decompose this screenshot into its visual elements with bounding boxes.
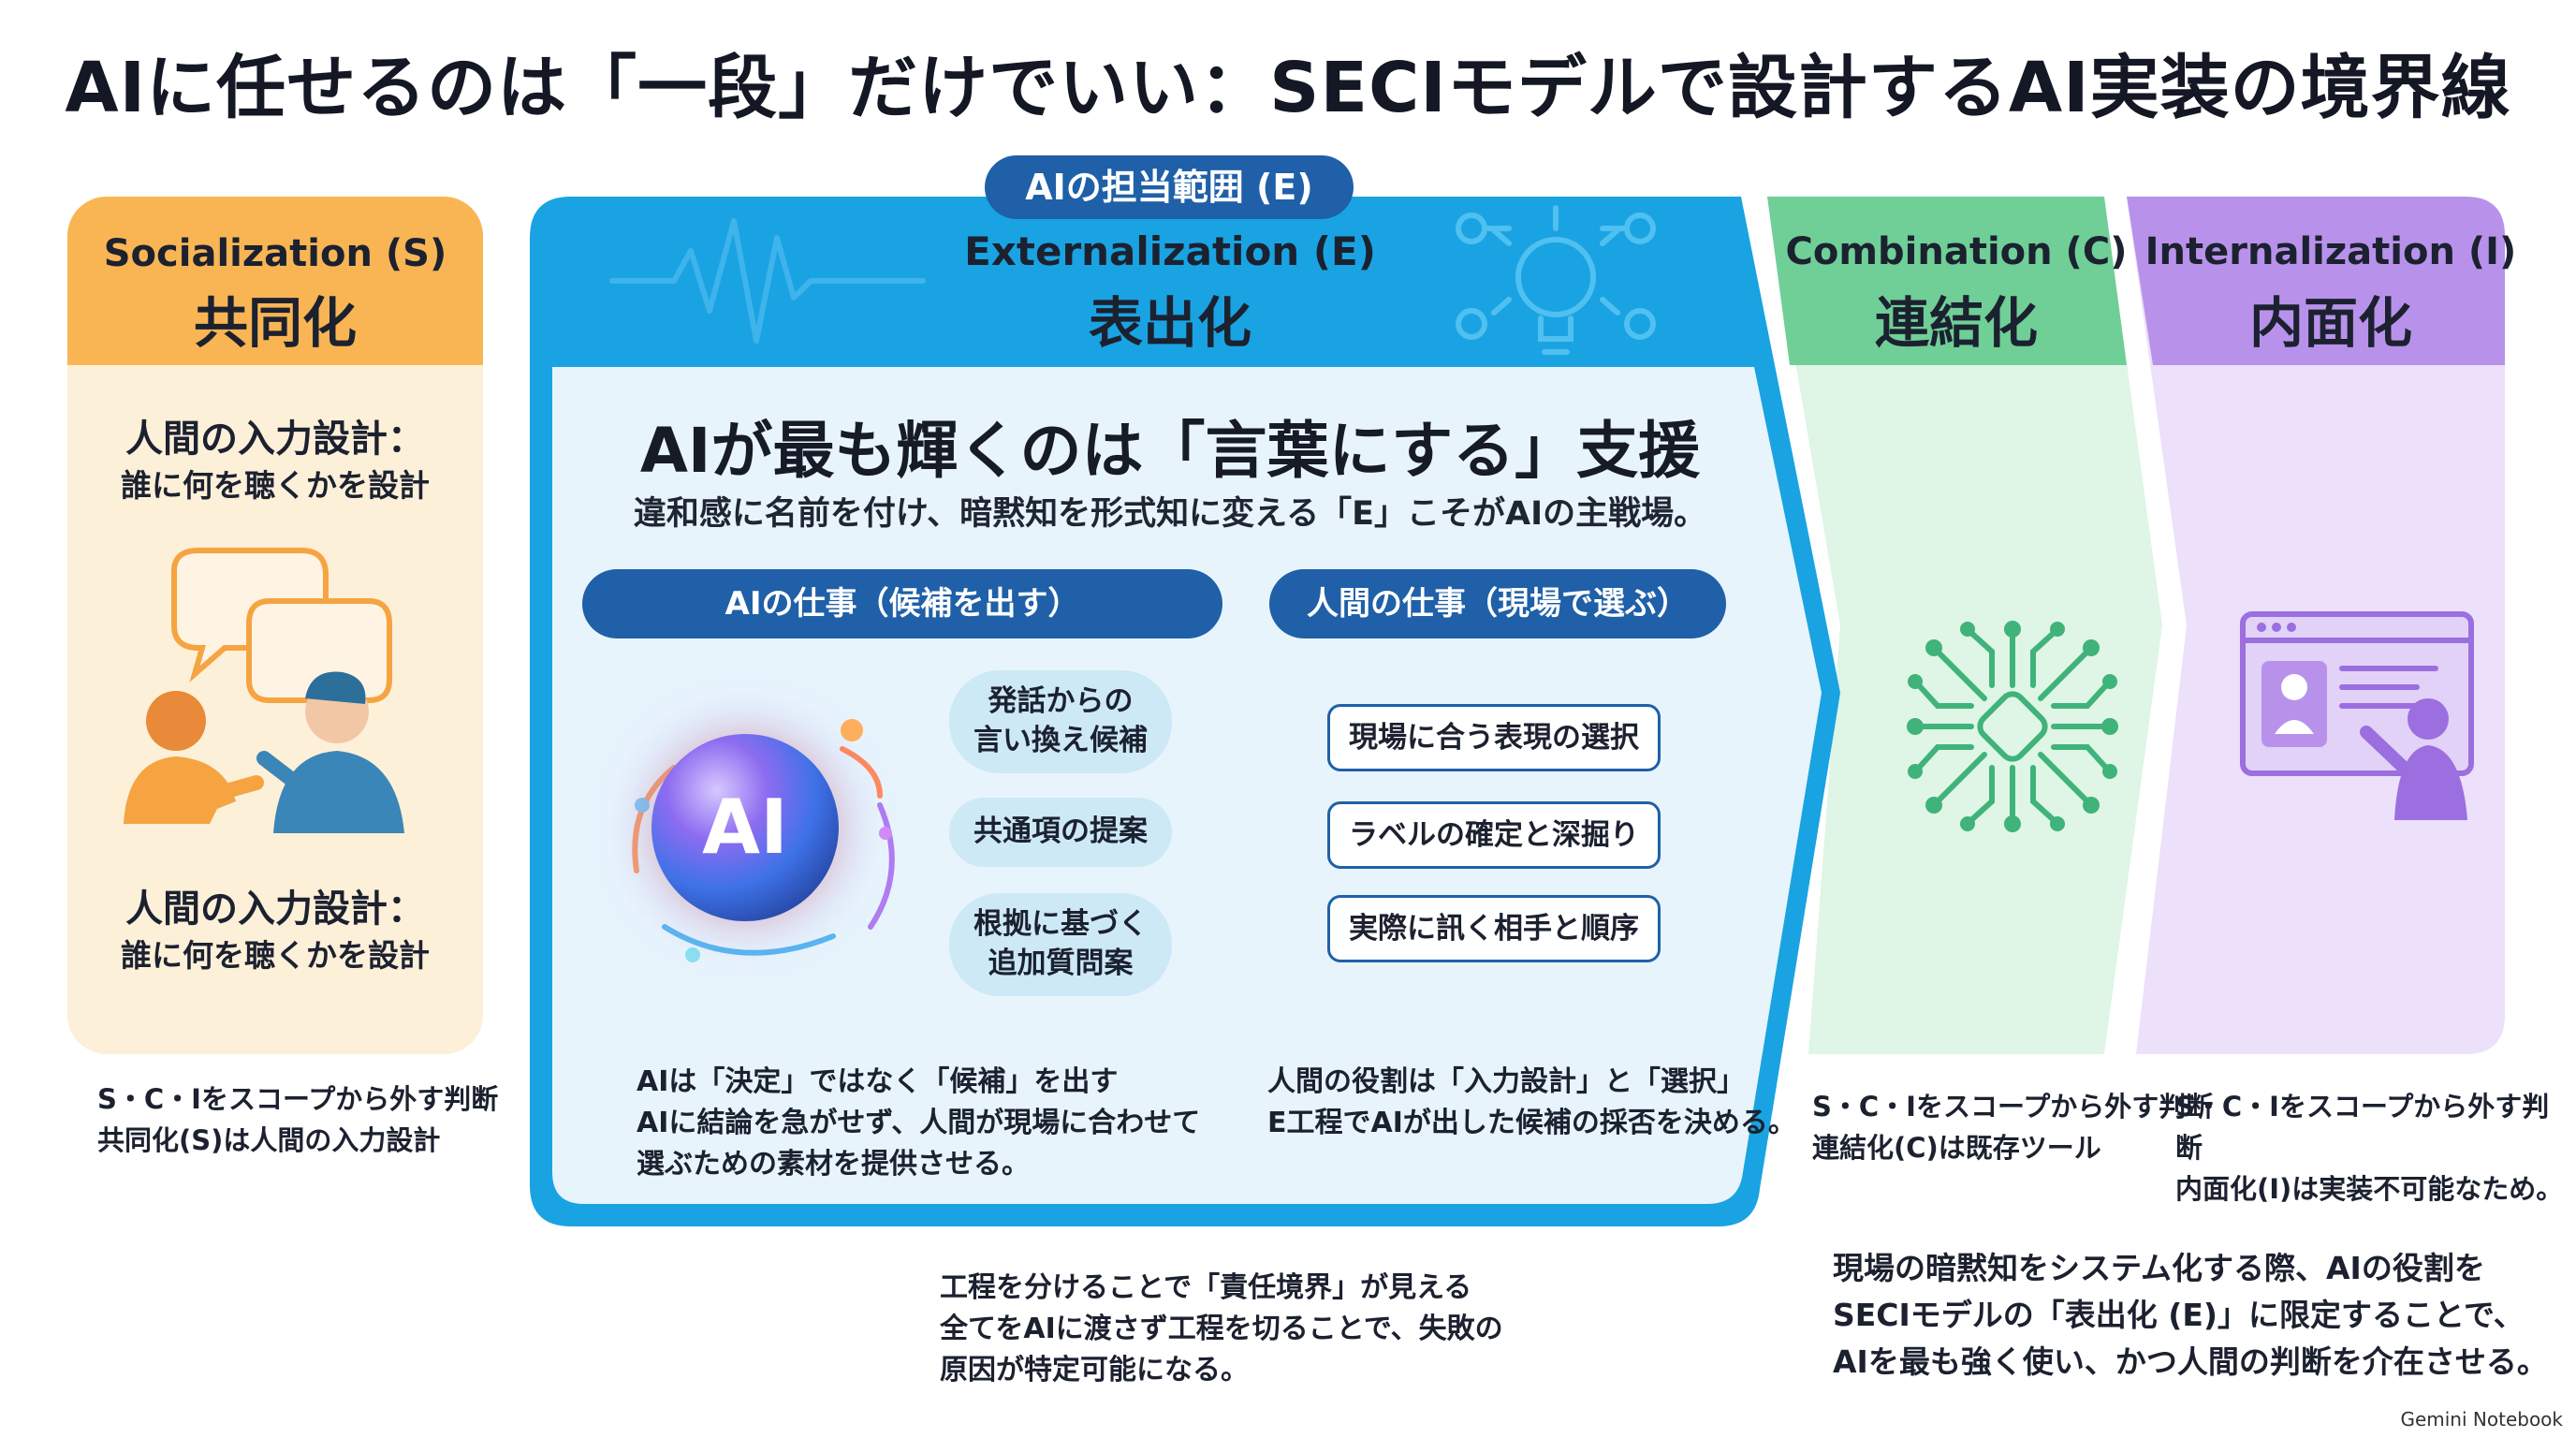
bottom-right-summary: 現場の暗黙知をシステム化する際、AIの役割を SECIモデルの「表出化 (E)」… [1833,1245,2548,1386]
human-role-label: 人間の仕事（現場で選ぶ） [1269,569,1726,638]
s-note: S・C・Iをスコープから外す判断 共同化(S)は人間の入力設計 [97,1078,498,1161]
ai-role-text-line1: AIは「決定」ではなく「候補」を出す [637,1065,1119,1098]
ai-item-paraphrase: 発話からの 言い換え候補 [949,670,1172,773]
ai-role-text: AIは「決定」ではなく「候補」を出す AIに結論を急がせず、人間が現場に合わせて… [637,1062,1200,1185]
s-block2-heading: 人間の入力設計： [125,888,425,931]
pulse-wave-icon [609,218,926,344]
internalization-head-shape [2127,197,2505,365]
circuit-network-icon [1907,621,2118,832]
externalization-title-en: Externalization (E) [964,228,1376,274]
ai-orb-swirls [632,719,895,962]
externalization-subline: 違和感に名前を付け、暗黙知を形式知に変える「E」こそがAIの主戦場。 [633,495,1707,533]
internalization-title-jp: 内面化 [2248,291,2412,355]
i-note: S・C・Iをスコープから外す判断 内面化(I)は実装不可能なため。 [2175,1086,2576,1210]
human-role-text-line1: 人間の役割は「入力設計」と「選択」 [1267,1065,1745,1098]
s-note-line1: S・C・Iをスコープから外す判断 [97,1083,499,1115]
brand-label: Gemini Notebook [2400,1408,2563,1431]
c-note-line1: S・C・Iをスコープから外す判断 [1812,1091,2214,1123]
presentation-screen-icon [2240,611,2474,820]
ai-item-paraphrase-line2: 言い換え候補 [973,724,1148,757]
ai-item-common-points: 共通項の提案 [949,798,1172,867]
ai-role-label: AIの仕事（候補を出す） [582,569,1222,638]
ai-item-paraphrase-line1: 発話からの [988,684,1134,719]
ai-role-text-line3: 選ぶための素材を提供させる。 [637,1148,1030,1181]
s-block1-body: 誰に何を聴くかを設計 [121,467,430,504]
c-note-line2: 連結化(C)は既存ツール [1812,1132,2101,1164]
internalization-title-en: Internalization (I) [2144,230,2517,273]
ai-scope-tab: AIの担当範囲 (E) [985,155,1354,219]
page-title: AIに任せるのは「一段」だけでいい：SECIモデルで設計するAI実装の境界線 [65,48,2511,128]
ai-orb-icon: AI [651,734,839,921]
externalization-headline: AIが最も輝くのは「言葉にする」支援 [639,415,1701,487]
ai-item-followup-questions: 根拠に基づく 追加質問案 [949,893,1172,996]
bottom-center-text: 工程を分けることで「責任境界」が見える 全てをAIに渡さず工程を切ることで、失敗… [940,1268,1503,1391]
combination-title-jp: 連結化 [1874,291,2038,355]
human-item-interview-order: 実際に訊く相手と順序 [1327,895,1661,962]
human-item-select-expression: 現場に合う表現の選択 [1327,704,1661,771]
socialization-title-jp: 共同化 [193,291,357,355]
ai-role-text-line2: AIに結論を急がせず、人間が現場に合わせて [637,1107,1201,1139]
socialization-header [67,197,483,365]
socialization-title-en: Socialization (S) [103,232,447,275]
i-note-line1: S・C・Iをスコープから外す判断 [2175,1091,2550,1164]
c-note: S・C・Iをスコープから外す判断 連結化(C)は既存ツール [1812,1086,2213,1168]
lightbulb-network-icon [1456,205,1656,355]
bottom-center-line3: 原因が特定可能になる。 [940,1354,1249,1387]
bottom-right-line1: 現場の暗黙知をシステム化する際、AIの役割を [1833,1250,2485,1286]
ai-item-common-points-line1: 共通項の提案 [973,814,1148,849]
human-role-text-line2: E工程でAIが出した候補の採否を決める。 [1267,1107,1796,1139]
bottom-right-line3: AIを最も強く使い、かつ人間の判断を介在させる。 [1833,1343,2548,1380]
s-note-line2: 共同化(S)は人間の入力設計 [97,1124,441,1156]
socialization-column: Socialization (S) 共同化 人間の入力設計： 誰に何を聴くかを設… [67,197,483,1054]
bottom-right-line2: SECIモデルの「表出化 (E)」に限定することで、 [1833,1297,2525,1333]
combination-title-en: Combination (C) [1785,230,2128,273]
ai-item-followup-line2: 追加質問案 [988,946,1134,980]
human-role-text: 人間の役割は「入力設計」と「選択」 E工程でAIが出した候補の採否を決める。 [1267,1062,1796,1144]
people-conversation-icon [124,548,404,833]
ai-item-followup-line1: 根拠に基づく [973,907,1148,942]
s-block2-body: 誰に何を聴くかを設計 [121,937,430,974]
bottom-center-line1: 工程を分けることで「責任境界」が見える [940,1271,1472,1304]
human-item-confirm-label: ラベルの確定と深掘り [1327,801,1661,869]
i-note-line2: 内面化(I)は実装不可能なため。 [2175,1173,2564,1205]
s-block1-heading: 人間の入力設計： [125,418,425,461]
combination-head-shape [1767,197,2127,365]
bottom-center-line2: 全てをAIに渡さず工程を切ることで、失敗の [940,1313,1503,1345]
externalization-title-jp: 表出化 [1088,291,1251,355]
